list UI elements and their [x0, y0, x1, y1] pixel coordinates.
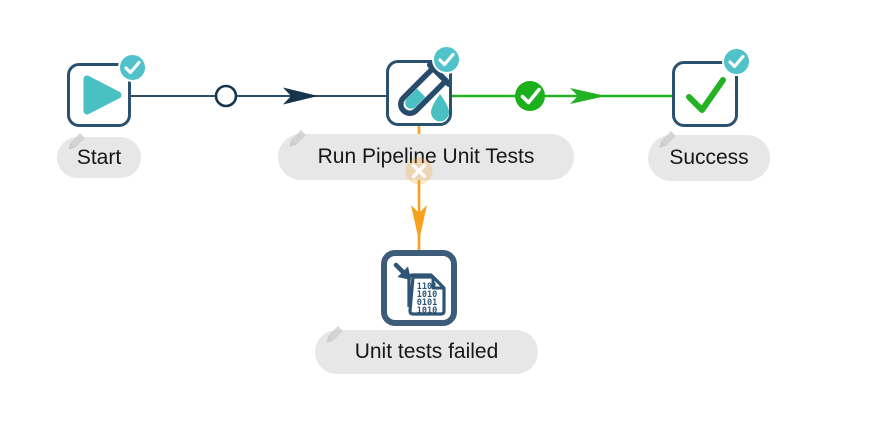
- arrowhead-icon: [397, 266, 411, 280]
- file-fold-corner: [431, 277, 444, 290]
- arrowhead-icon: [570, 88, 606, 104]
- arrowhead-icon: [411, 205, 427, 241]
- edit-pencil-icon: [289, 130, 306, 147]
- test-tube-icon: [398, 63, 449, 122]
- action-label-text: Run Pipeline Unit Tests: [317, 145, 535, 168]
- edit-pencil-icon: [68, 133, 85, 150]
- hop-success-check-icon[interactable]: [515, 81, 545, 111]
- check-badge-icon: [722, 47, 751, 76]
- action-label-unit-tests-failed[interactable]: Unit tests failed: [315, 330, 538, 374]
- action-label-text: Unit tests failed: [354, 340, 499, 363]
- check-badge-icon: [118, 53, 147, 82]
- hop-unconditional-circle-icon[interactable]: [214, 84, 238, 108]
- action-label-text: Start: [76, 145, 122, 169]
- hop-run-to-success[interactable]: [452, 81, 672, 111]
- check-badge-icon: [432, 45, 461, 74]
- play-icon: [83, 75, 122, 115]
- edit-pencil-icon: [659, 131, 676, 148]
- action-node-success[interactable]: [672, 61, 738, 127]
- hop-start-to-run[interactable]: [131, 84, 386, 108]
- drop-icon: [431, 94, 449, 122]
- action-label-text: Success: [669, 146, 749, 169]
- check-icon: [686, 77, 726, 113]
- file-front-sheet: [408, 275, 446, 316]
- edit-pencil-icon: [326, 326, 343, 343]
- check-glyph: [520, 87, 541, 105]
- action-label-run-pipeline-unit-tests[interactable]: Run Pipeline Unit Tests: [278, 134, 574, 180]
- arrowhead-icon: [283, 87, 318, 105]
